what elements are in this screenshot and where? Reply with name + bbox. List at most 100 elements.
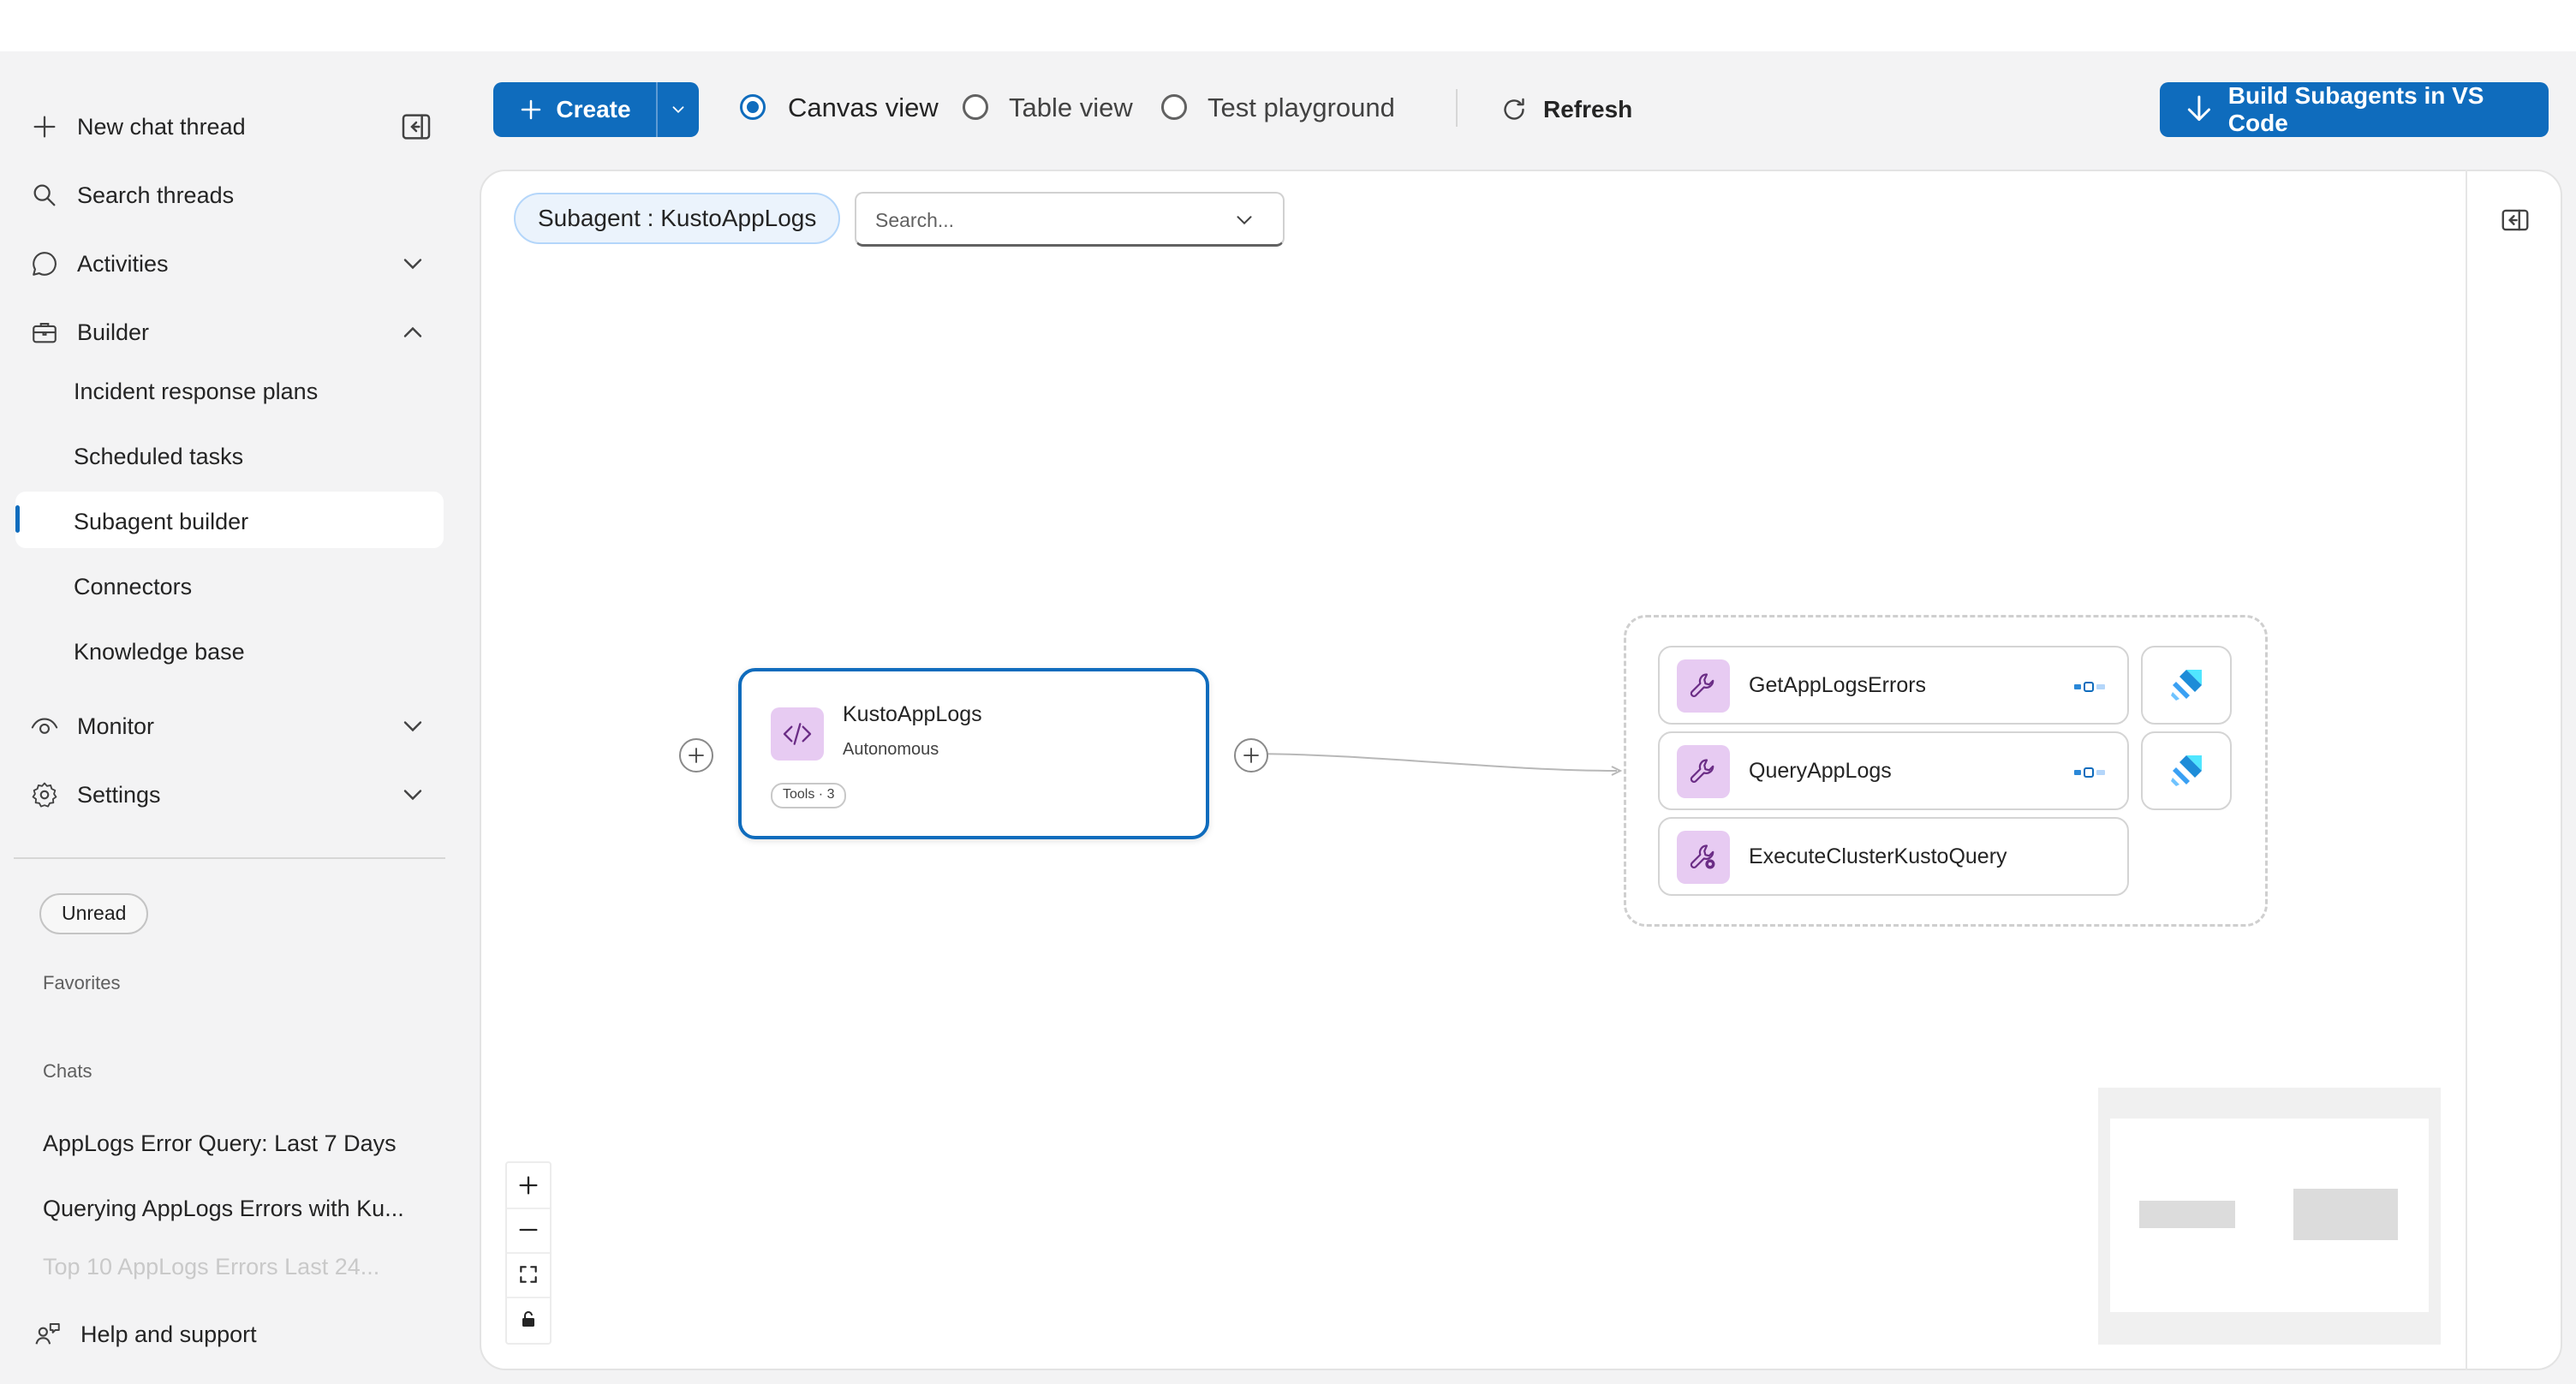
builder-label: Builder (77, 319, 150, 345)
sidebar-item-incident-response-plans[interactable]: Incident response plans (74, 379, 319, 404)
create-dropdown-button[interactable] (658, 82, 699, 137)
kusto-explorer-card[interactable] (2141, 646, 2232, 725)
right-panel-divider (2466, 170, 2467, 1370)
wrench-icon (1677, 745, 1730, 798)
download-arrow-icon (2187, 95, 2210, 122)
tool-name: QueryAppLogs (1749, 759, 1892, 783)
test-playground-radio[interactable] (1161, 94, 1187, 120)
toolbox-icon (27, 315, 62, 349)
create-button[interactable]: Create (493, 82, 699, 137)
activities-label: Activities (77, 250, 169, 277)
sidebar-item-subagent-builder[interactable]: Subagent builder (74, 509, 249, 534)
people-help-icon (31, 1317, 65, 1351)
data-connector-icon (2074, 682, 2105, 692)
sidebar-item-scheduled-tasks[interactable]: Scheduled tasks (74, 444, 244, 469)
subagent-name: KustoAppLogs (843, 702, 982, 726)
toolbar-separator (1456, 89, 1458, 127)
canvas-search-dropdown[interactable] (855, 192, 1285, 247)
zoom-controls (505, 1161, 552, 1345)
sidebar-divider (14, 857, 445, 859)
code-icon (771, 707, 824, 761)
chat-bubble-icon (27, 247, 62, 281)
tool-card-queryapplogs[interactable]: QueryAppLogs (1658, 731, 2129, 810)
active-indicator (15, 505, 20, 533)
eye-icon (27, 709, 62, 743)
zoom-out-button[interactable] (507, 1208, 550, 1254)
plus-icon (689, 748, 704, 763)
chevron-down-icon (672, 106, 684, 114)
lock-canvas-button[interactable] (507, 1297, 550, 1341)
help-and-support-label: Help and support (80, 1321, 257, 1347)
minus-icon (519, 1228, 538, 1232)
new-chat-thread-label: New chat thread (77, 113, 246, 140)
kusto-explorer-card[interactable] (2141, 731, 2232, 810)
sidebar-item-settings[interactable]: Settings (27, 769, 161, 820)
add-output-handle[interactable] (1234, 738, 1268, 773)
chats-heading: Chats (43, 1060, 92, 1082)
chevron-down-icon[interactable] (397, 779, 428, 810)
fit-view-button[interactable] (507, 1252, 550, 1298)
subagent-node[interactable]: KustoAppLogs Autonomous Tools · 3 (738, 668, 1209, 839)
data-connector-icon (2074, 767, 2105, 778)
subagent-filter-chip[interactable]: Subagent : KustoAppLogs (514, 193, 841, 244)
build-subagents-vscode-button[interactable]: Build Subagents in VS Code (2160, 82, 2549, 137)
refresh-label: Refresh (1543, 96, 1633, 122)
canvas-view-radio[interactable] (740, 94, 766, 120)
add-input-handle[interactable] (679, 738, 713, 773)
tool-name: ExecuteClusterKustoQuery (1749, 844, 2007, 868)
search-threads-button[interactable]: Search threads (27, 170, 234, 221)
chat-item[interactable]: Querying AppLogs Errors with Ku... (43, 1196, 404, 1221)
minimap-node (2293, 1189, 2398, 1240)
plus-icon (519, 1176, 538, 1195)
table-view-label[interactable]: Table view (1009, 92, 1133, 122)
tools-count-badge: Tools · 3 (771, 783, 847, 808)
chevron-up-icon[interactable] (397, 317, 428, 348)
refresh-button[interactable]: Refresh (1499, 89, 1632, 130)
test-playground-label[interactable]: Test playground (1208, 92, 1395, 122)
create-label: Create (556, 96, 631, 122)
sidebar-item-monitor[interactable]: Monitor (27, 701, 154, 752)
expand-panel-icon[interactable] (2499, 204, 2531, 236)
lock-icon (522, 1311, 534, 1327)
canvas-search-input[interactable] (874, 202, 1237, 238)
split-separator (656, 82, 658, 137)
chat-item[interactable]: Top 10 AppLogs Errors Last 24... (43, 1254, 380, 1280)
refresh-icon (1504, 98, 1524, 120)
monitor-label: Monitor (77, 713, 155, 739)
create-button-main[interactable]: Create (493, 82, 656, 137)
subagent-mode: Autonomous (843, 740, 939, 759)
tool-card-executeclusterkustoquery[interactable]: ExecuteClusterKustoQuery (1658, 817, 2129, 896)
chevron-down-icon[interactable] (397, 711, 428, 742)
help-and-support-button[interactable]: Help and support (31, 1309, 257, 1360)
tool-card-getapplogserrors[interactable]: GetAppLogsErrors (1658, 646, 2129, 725)
active-item-highlight (15, 492, 444, 548)
wrench-gear-icon (1677, 831, 1730, 884)
chat-item[interactable]: AppLogs Error Query: Last 7 Days (43, 1130, 397, 1156)
sidebar-item-knowledge-base[interactable]: Knowledge base (74, 639, 245, 665)
gear-icon (27, 778, 62, 812)
sidebar-item-activities[interactable]: Activities (27, 238, 169, 289)
collapse-sidebar-icon[interactable] (399, 110, 433, 144)
new-chat-thread-button[interactable]: New chat thread (27, 101, 246, 152)
plus-icon (27, 110, 62, 144)
minimap[interactable] (2098, 1088, 2441, 1345)
minimap-node (2139, 1201, 2235, 1228)
canvas-view-label[interactable]: Canvas view (788, 92, 939, 122)
sidebar-item-builder[interactable]: Builder (27, 307, 149, 358)
kusto-explorer-icon (2171, 670, 2202, 701)
tools-group (1624, 615, 2268, 927)
chevron-down-icon[interactable] (397, 248, 428, 279)
plus-icon (522, 99, 541, 120)
zoom-in-button[interactable] (507, 1163, 550, 1209)
unread-filter-chip[interactable]: Unread (39, 893, 149, 934)
chevron-down-icon[interactable] (1231, 207, 1257, 233)
wrench-icon (1677, 659, 1730, 713)
build-subagents-label: Build Subagents in VS Code (2227, 82, 2484, 136)
connection-edge (1243, 753, 1623, 776)
table-view-radio[interactable] (963, 94, 988, 120)
favorites-heading: Favorites (43, 972, 121, 993)
search-threads-label: Search threads (77, 182, 235, 208)
fit-screen-icon (520, 1266, 537, 1283)
sidebar-item-connectors[interactable]: Connectors (74, 574, 193, 600)
tool-name: GetAppLogsErrors (1749, 673, 1927, 697)
